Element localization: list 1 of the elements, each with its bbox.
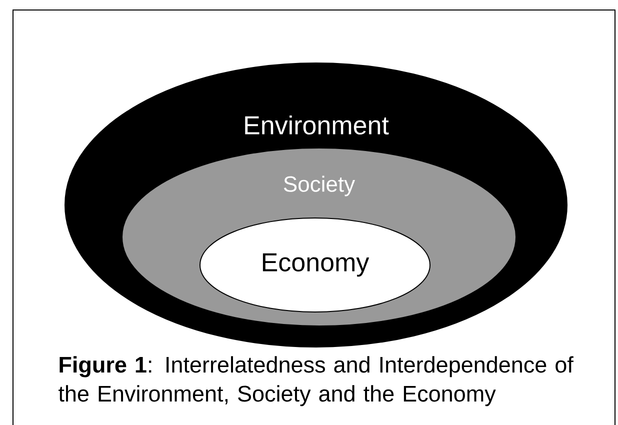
caption: Figure 1: Interrelatedness and Interdependence of the Environment, Society and the Economy [58,356,574,406]
